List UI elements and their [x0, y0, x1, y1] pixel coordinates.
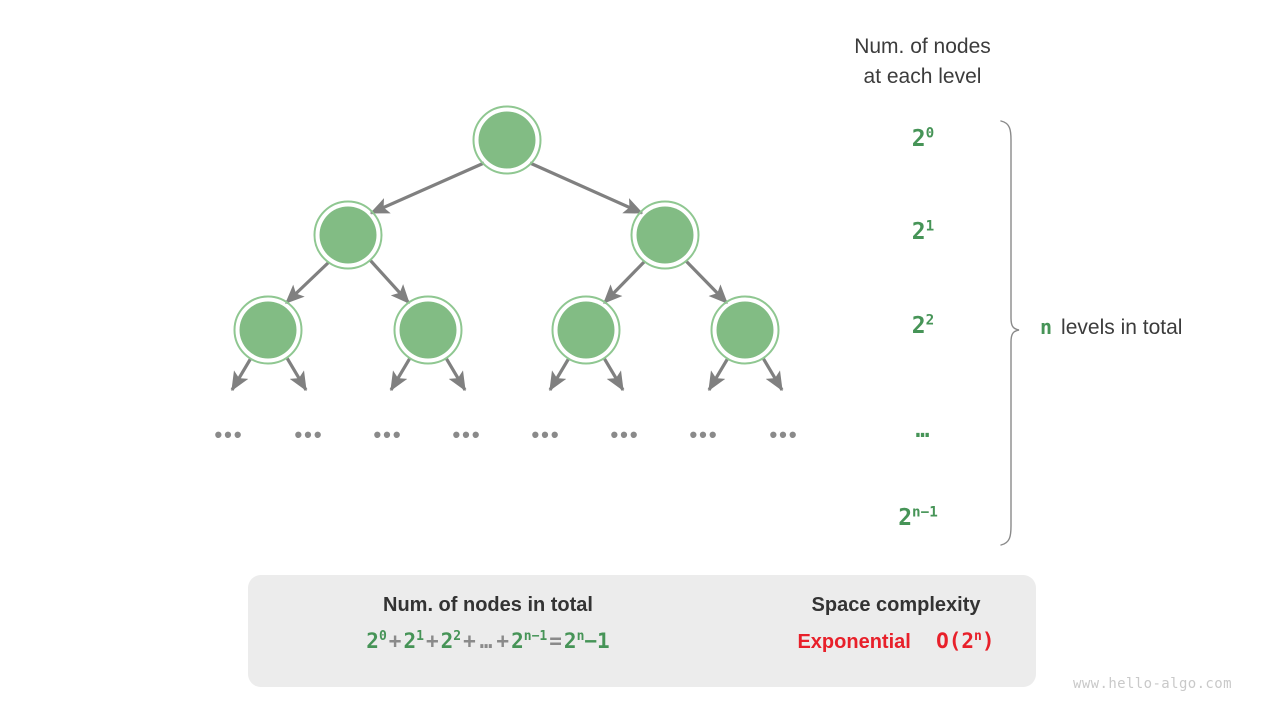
- tree-nodes: [233, 105, 780, 365]
- tree-node-level1-1[interactable]: [630, 200, 700, 270]
- level-label-1-base: 2: [911, 219, 926, 245]
- watermark: www.hello-algo.com: [1073, 676, 1232, 692]
- tree-ellipsis-4: •••: [531, 422, 561, 447]
- tree-ellipsis-1: •••: [294, 422, 324, 447]
- edge-l1b-left: [602, 259, 647, 305]
- tree-ellipsis-6: •••: [689, 422, 719, 447]
- tree-node-level2-1[interactable]: [393, 295, 463, 365]
- formula-term-4: 2n−1: [511, 629, 548, 653]
- levels-in-total-note: n levels in total: [1040, 315, 1182, 340]
- edge-l2d-right: [761, 357, 784, 392]
- level-label-0-base: 2: [911, 126, 926, 152]
- formula-term-2: 22: [440, 629, 462, 653]
- summary-right-title: Space complexity: [811, 594, 981, 616]
- level-label-0: 20: [843, 126, 1003, 152]
- edge-root-left: [369, 161, 485, 215]
- level-label-0-exp: 0: [925, 125, 935, 142]
- complexity-notation: O(2n): [936, 629, 995, 653]
- tree-ellipsis-5: •••: [610, 422, 640, 447]
- tree-ellipsis-3: •••: [452, 422, 482, 447]
- level-label-last: 2n−1: [838, 505, 998, 531]
- summary-right-block: Space complexity Exponential O(2n): [780, 594, 1012, 654]
- summary-formula: 20+21+22+…+2n−1=2n−1: [278, 629, 698, 653]
- tree-ellipsis-7: •••: [769, 422, 799, 447]
- formula-term-1: 21: [403, 629, 424, 653]
- formula-equals: =: [549, 629, 562, 653]
- tree-node-level2-0[interactable]: [233, 295, 303, 365]
- formula-result: 2n−1: [563, 629, 610, 653]
- formula-term-ellipsis: …: [479, 629, 493, 653]
- edge-l2a-right: [285, 357, 308, 392]
- edge-l1b-right: [684, 259, 729, 305]
- formula-op-2: +: [463, 629, 476, 653]
- level-label-last-exp: n−1: [912, 504, 938, 521]
- levels-note-text: levels in total: [1061, 316, 1183, 339]
- tree-ellipsis-0: •••: [214, 422, 244, 447]
- level-label-ellipsis-base: …: [915, 417, 931, 443]
- level-label-last-base: 2: [898, 505, 913, 531]
- tree-edges: [230, 161, 784, 392]
- edge-l2b-left: [389, 357, 412, 392]
- level-label-1: 21: [843, 219, 1003, 245]
- level-label-2: 22: [843, 313, 1003, 339]
- edge-root-right: [529, 161, 644, 215]
- summary-panel: [248, 575, 1036, 687]
- summary-left-title: Num. of nodes in total: [383, 594, 593, 616]
- column-header-nodes-per-level: Num. of nodes at each level: [854, 35, 991, 88]
- tree-ellipsis-2: •••: [373, 422, 403, 447]
- summary-left-block: Num. of nodes in total 20+21+22+…+2n−1=2…: [278, 594, 698, 653]
- tree-node-root[interactable]: [472, 105, 542, 175]
- tree-node-level2-2[interactable]: [551, 295, 621, 365]
- formula-op-3: +: [496, 629, 510, 653]
- edge-l2a-left: [230, 357, 253, 392]
- edge-l2c-right: [602, 357, 625, 392]
- complexity-word: Exponential: [797, 631, 911, 653]
- edge-l2c-left: [548, 357, 571, 392]
- levels-brace: [1000, 120, 1020, 546]
- edge-l2b-right: [444, 357, 467, 392]
- levels-variable: n: [1040, 315, 1053, 339]
- level-label-2-exp: 2: [925, 312, 935, 329]
- edge-l1a-left: [284, 260, 331, 305]
- level-label-2-base: 2: [911, 313, 926, 339]
- edge-l2d-left: [707, 357, 730, 392]
- edge-l1a-right: [368, 258, 411, 305]
- tree-node-level1-0[interactable]: [313, 200, 383, 270]
- formula-term-0: 20: [366, 629, 387, 653]
- formula-op-1: +: [425, 629, 439, 653]
- level-label-1-exp: 1: [925, 218, 935, 235]
- level-label-ellipsis: …: [843, 417, 1003, 443]
- complexity-result: Exponential O(2n): [780, 629, 1012, 654]
- formula-op-0: +: [388, 629, 402, 653]
- tree-node-level2-3[interactable]: [710, 295, 780, 365]
